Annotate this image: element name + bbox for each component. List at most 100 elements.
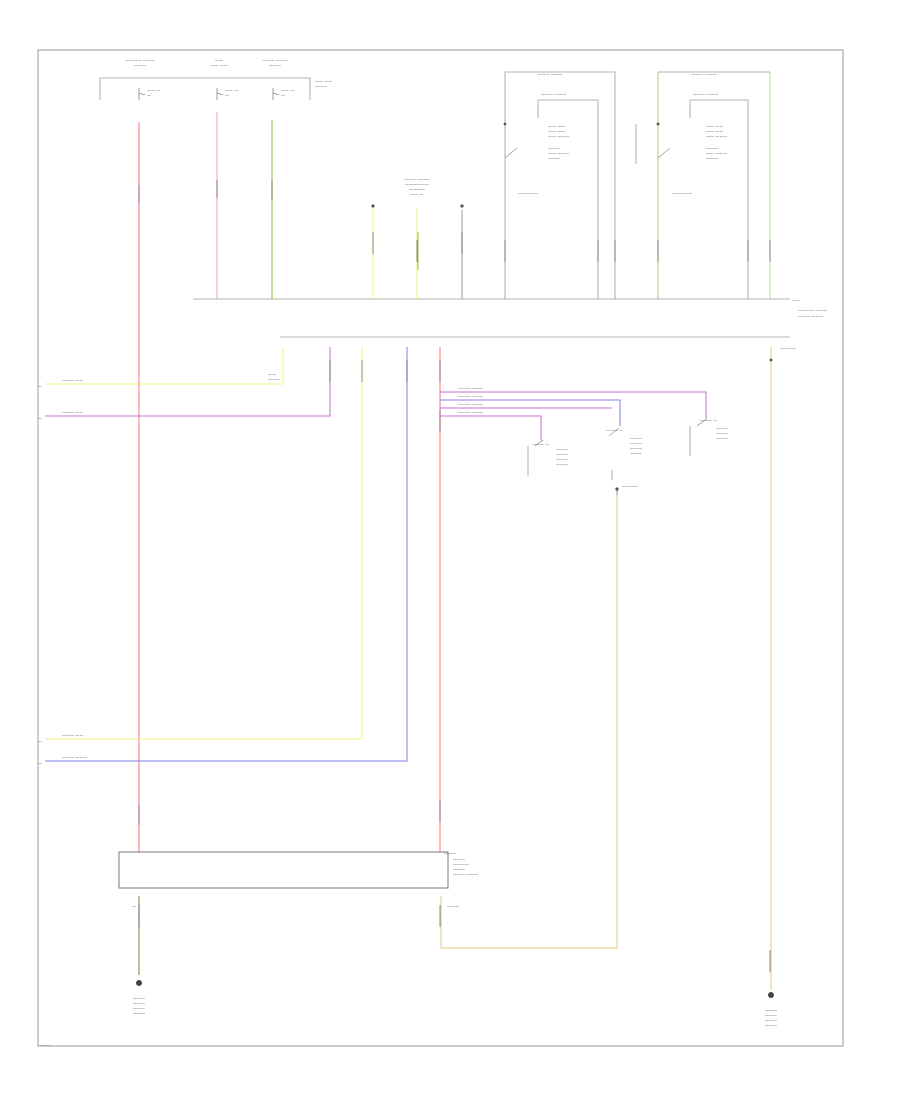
control-module-box — [118, 851, 449, 889]
svg-text:——: —— — [268, 372, 276, 377]
central-connector-label: ——— ——— —————— ———— —— — — [404, 177, 429, 197]
svg-text:———: ——— — [134, 63, 146, 68]
svg-text:———: ——— — [133, 1011, 145, 1016]
switch-1-labels: ——— — ——— ——— ——— ——— — [532, 442, 568, 467]
switch-2-labels: ——— — ——— ——— ——— ——— ———— — [606, 428, 642, 489]
svg-text:——— ———: ——— ——— — [458, 410, 483, 415]
relay-1 — [504, 71, 616, 299]
connector-bar-upper-label-2: ———— ——— — [798, 308, 827, 313]
svg-text:———: ——— — [453, 857, 465, 862]
svg-text:———: ——— — [630, 436, 642, 441]
svg-text:—— —: —— — — [410, 192, 423, 197]
ground-icon — [768, 992, 774, 998]
wire-yellow-lower — [45, 347, 363, 740]
bus-drops — [372, 208, 463, 299]
connector-bar-upper-label-3: ——— ——— — [798, 314, 823, 319]
svg-text:————: ———— — [409, 187, 425, 192]
fuse-icon — [272, 88, 280, 100]
svg-text:——— —: ——— — — [606, 428, 623, 433]
fuse-labels: ———— ——— ——— —— —— —— ——— ——— ——— —— —— … — [125, 58, 332, 89]
fuse-icon — [138, 88, 146, 100]
svg-text:—————: ————— — [518, 191, 538, 196]
svg-text:———— ———: ———— ——— — [125, 58, 154, 63]
branch-wire-labels: ——— —— ——— —— ——— —— ——— ——— —— ——— — — … — [38, 372, 280, 766]
ground-right-labels: ——— ——— ——— ——— — [765, 1008, 777, 1028]
wire-blue-lower — [45, 347, 408, 762]
svg-text:———: ——— — [556, 462, 568, 467]
svg-text:—: — — [132, 904, 136, 909]
svg-text:——— ———: ——— ——— — [62, 755, 87, 760]
svg-text:——— ——: ——— —— — [62, 410, 83, 415]
switch-3 — [689, 419, 706, 456]
svg-text:——— ——: ——— —— — [62, 733, 83, 738]
svg-text:———: ——— — [765, 1018, 777, 1023]
svg-text:———: ——— — [706, 146, 718, 151]
svg-text:———: ——— — [133, 1001, 145, 1006]
svg-text:————: ———— — [622, 484, 638, 489]
svg-text:——— —: ——— — — [532, 442, 549, 447]
svg-text:—: — — [38, 416, 42, 421]
svg-text:———: ——— — [548, 156, 560, 161]
svg-text:———: ——— — [765, 1013, 777, 1018]
svg-text:———: ——— — [133, 996, 145, 1001]
svg-text:——— ———: ——— ——— — [262, 58, 287, 63]
svg-text:—— ———: —— ——— — [548, 151, 569, 156]
fuse-icons — [138, 88, 280, 100]
svg-text:———: ——— — [269, 63, 281, 68]
svg-text:——— ———: ——— ——— — [691, 72, 716, 77]
svg-text:——— ———: ——— ——— — [453, 872, 478, 877]
svg-text:——— ———: ——— ——— — [458, 386, 483, 391]
svg-text:———: ——— — [716, 426, 728, 431]
svg-text:—— ——: —— —— — [210, 63, 227, 68]
svg-text:—— —: —— — — [225, 88, 238, 93]
diagram-code: ——— — [40, 1043, 52, 1048]
svg-text:———: ——— — [706, 156, 718, 161]
svg-text:——: —— — [215, 58, 223, 63]
svg-text:——— ———: ——— ——— — [404, 177, 429, 182]
svg-text:——— —: ——— — — [700, 418, 717, 423]
connector-bar-lower-label: ———— — [780, 346, 796, 351]
relay-1-labels: ——— ——— ——— ——— —— —— —— —— —— ——— ——— —… — [518, 72, 569, 196]
relay-2-labels: ——— ——— ——— ——— —— —— —— —— —— ——— ——— —… — [672, 72, 727, 196]
svg-text:——— ——: ——— —— — [62, 378, 83, 383]
ground-left-labels: ——— ——— ——— ——— — [133, 996, 145, 1016]
svg-text:—: — — [38, 384, 42, 389]
svg-text:———: ——— — [133, 1006, 145, 1011]
svg-text:———: ——— — [630, 451, 642, 456]
svg-text:———: ——— — [716, 436, 728, 441]
svg-text:——— ———: ——— ——— — [541, 92, 566, 97]
svg-text:—: — — [38, 761, 42, 766]
relay-2 — [635, 71, 771, 299]
wire-yellow-upper — [45, 347, 284, 385]
switch-branch-labels: ——— ——— ——— ——— ——— ——— ——— ——— — [458, 386, 483, 415]
svg-text:——————: —————— — [405, 182, 429, 187]
svg-text:—— ———: —— ——— — [706, 134, 727, 139]
svg-text:—— ——: —— —— — [706, 124, 723, 129]
svg-text:—— ———: —— ——— — [548, 134, 569, 139]
svg-text:—— ——: —— —— — [548, 124, 565, 129]
connector-pin-icons — [371, 122, 773, 491]
svg-text:———: ——— — [765, 1023, 777, 1028]
svg-text:—: — — [281, 93, 285, 98]
svg-text:—: — — [147, 93, 151, 98]
svg-text:——— ———: ——— ——— — [458, 402, 483, 407]
svg-text:—————: ————— — [672, 191, 692, 196]
connector-bar-upper-label: —— — [792, 298, 800, 303]
switch-2 — [608, 427, 620, 480]
switch-3-labels: ——— — ——— ——— ——— — [700, 418, 728, 441]
svg-text:———: ——— — [447, 904, 459, 909]
svg-text:—: — — [38, 739, 42, 744]
lower-bus-ticks — [138, 360, 771, 972]
svg-text:——— ———: ——— ——— — [693, 92, 718, 97]
svg-text:———: ——— — [716, 431, 728, 436]
svg-text:———: ——— — [556, 447, 568, 452]
svg-text:———: ——— — [556, 457, 568, 462]
svg-text:———: ——— — [548, 146, 560, 151]
switch-branch-wires — [440, 391, 707, 440]
fuse-block-top — [99, 77, 311, 100]
svg-text:—— ——: —— —— — [548, 129, 565, 134]
svg-text:————: ———— — [453, 862, 469, 867]
ground-icon — [136, 980, 142, 986]
switch-1 — [527, 439, 544, 476]
